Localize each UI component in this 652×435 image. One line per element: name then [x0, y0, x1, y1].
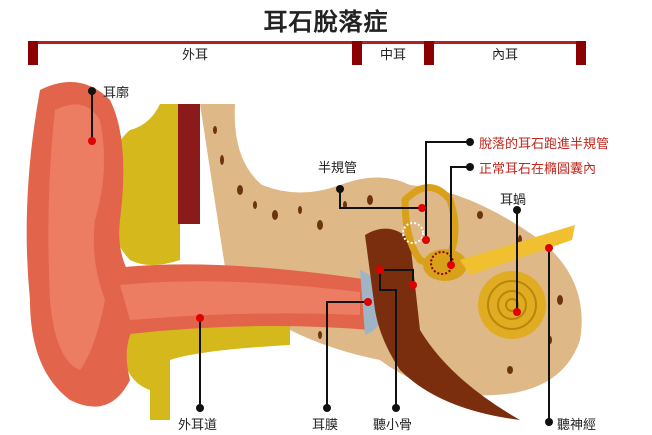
vestibule: [423, 249, 467, 281]
leader-endpoints: [88, 87, 553, 426]
label-pinna: 耳廓: [103, 86, 130, 101]
label-dislodged-otoliths: 脫落的耳石跑進半規管: [479, 137, 610, 152]
label-normal-otoliths: 正常耳石在橢圓囊內: [479, 162, 597, 177]
anatomy-markers: [88, 137, 553, 322]
section-middle-ear: 中耳: [379, 48, 406, 63]
blood-vessel: [178, 104, 200, 224]
label-ossicles: 聽小骨: [373, 418, 413, 433]
fatty-tissue-lower: [120, 320, 290, 420]
leader-lines: [91, 91, 550, 422]
section-outer-ear: 外耳: [181, 48, 208, 63]
middle-ear-cavity: [365, 228, 520, 420]
label-auditory-nerve: 聽神經: [557, 418, 597, 433]
label-cochlea: 耳蝸: [500, 193, 527, 208]
label-eardrum: 耳膜: [312, 418, 339, 433]
label-semicircular-canals: 半規管: [318, 161, 358, 176]
dislodged-otolith-area: [402, 222, 424, 244]
label-ear-canal: 外耳道: [178, 418, 218, 433]
diagram-title: 耳石脫落症: [263, 8, 389, 36]
fatty-tissue-upper: [109, 104, 180, 265]
section-brackets: [28, 41, 586, 65]
section-inner-ear: 內耳: [491, 48, 518, 63]
